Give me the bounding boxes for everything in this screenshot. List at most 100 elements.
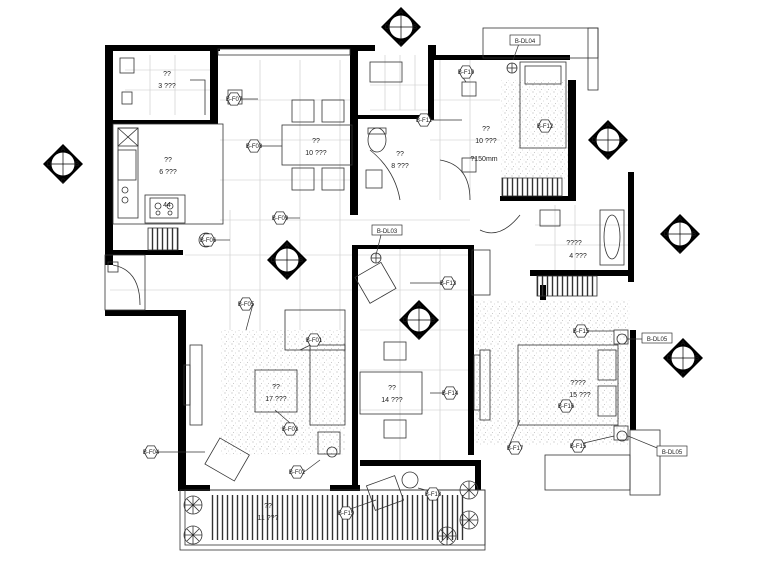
- room-note-r5: ?150mm: [470, 156, 497, 163]
- tag-label-f16: B-F16: [558, 404, 575, 410]
- symbol-top-letter: A: [417, 303, 421, 309]
- tag-label-f09: B-F09: [272, 216, 289, 222]
- tag-f15a: B-F15: [573, 324, 614, 338]
- symbol-top-letter: A: [399, 10, 403, 16]
- textured-floor-areas: [220, 80, 630, 455]
- tag-f05: B-F05: [238, 297, 255, 331]
- room-area-r3: 10 ???: [305, 150, 327, 157]
- callout-tags: B-F07B-F08B-F09B-F06B-F05B-F01B-F03B-F04…: [143, 34, 688, 520]
- symbol-right-letter: B: [695, 356, 699, 362]
- tag-f02: B-F02: [289, 459, 321, 479]
- symbol-top-letter: A: [285, 243, 289, 249]
- tag-label-f07: B-F07: [226, 97, 243, 103]
- tag-label-f05: B-F05: [238, 302, 255, 308]
- room-name-r1: ??: [163, 71, 171, 78]
- symbol-right-letter: B: [692, 232, 696, 238]
- tag-label-f03: B-F03: [282, 427, 299, 433]
- room-area-r8: 14 ???: [381, 397, 403, 404]
- tag-label-f08: B-F08: [246, 144, 263, 150]
- section-symbol-4: A C D B: [399, 300, 439, 341]
- section-symbol-7: A C D B: [663, 338, 703, 379]
- tag-label-f15b: B-F15: [570, 444, 587, 450]
- tag-label-f01: B-F01: [306, 338, 323, 344]
- tag-f10: B-F10: [458, 65, 475, 83]
- tag-f18: B-F18: [417, 487, 442, 501]
- room-labels: ?? 3 ??? ?? 6 ??? ?? 10 ??? ?? 8 ??? ?? …: [158, 71, 591, 522]
- tag-f11: B-F11: [416, 113, 462, 127]
- symbol-bottom-letter: C: [61, 179, 66, 185]
- room-outlines: [104, 27, 661, 551]
- tag-label-f10: B-F10: [458, 70, 475, 76]
- tag-label-f06: B-F06: [200, 238, 217, 244]
- symbol-bottom-letter: C: [606, 155, 611, 161]
- room-name-r4: ??: [396, 151, 404, 158]
- room-area-r5: 10 ???: [475, 138, 497, 145]
- room-name-r6: ????: [566, 240, 582, 247]
- tag-f01: B-F01: [299, 333, 323, 351]
- symbol-right-letter: B: [431, 318, 435, 324]
- room-area-r9: 15 ???: [569, 392, 591, 399]
- symbol-left-letter: D: [47, 162, 52, 168]
- symbol-bottom-letter: C: [417, 335, 422, 341]
- tag-label-dl04: B-DL04: [515, 39, 536, 45]
- symbol-top-letter: A: [681, 341, 685, 347]
- tag-label-f15a: B-F15: [573, 329, 590, 335]
- tag-f06: B-F06: [200, 233, 230, 247]
- room-name-r8: ??: [388, 385, 396, 392]
- tag-label-f18: B-F18: [425, 492, 442, 498]
- room-area-r10: 11 ???: [258, 515, 279, 522]
- wardrobes: [147, 177, 598, 297]
- symbol-top-letter: A: [606, 123, 610, 129]
- symbol-left-letter: D: [385, 25, 390, 31]
- room-name-r9: ????: [570, 380, 586, 387]
- tag-f16: B-F16: [558, 399, 575, 413]
- symbol-bottom-letter: C: [681, 373, 686, 379]
- symbol-left-letter: D: [667, 356, 672, 362]
- tag-dl03: B-DL03: [371, 224, 403, 256]
- tag-label-f12: B-F12: [537, 124, 554, 130]
- stove-marks: 44: [163, 202, 171, 209]
- tag-f14: B-F14: [430, 386, 459, 400]
- room-area-r2: 6 ???: [159, 169, 177, 176]
- balcony-railing: [210, 495, 465, 540]
- symbol-bottom-letter: C: [678, 249, 683, 255]
- tag-label-f11: B-F11: [416, 118, 433, 124]
- room-name-r5: ??: [482, 126, 490, 133]
- tag-label-dl05b: B-DL05: [662, 450, 683, 456]
- tag-label-f19: B-F19: [338, 511, 355, 517]
- room-area-r7: 17 ???: [265, 396, 287, 403]
- tag-label-f02: B-F02: [289, 470, 306, 476]
- tag-f17: B-F17: [507, 419, 524, 455]
- tag-dl05b: B-DL05: [627, 435, 688, 457]
- tag-label-f17: B-F17: [507, 446, 524, 452]
- room-area-r1: 3 ???: [158, 83, 176, 90]
- tag-f13: B-F13: [410, 276, 457, 290]
- tag-dl04: B-DL04: [509, 34, 541, 61]
- tag-f09: B-F09: [272, 211, 300, 225]
- symbol-right-letter: B: [299, 258, 303, 264]
- room-name-r7: ??: [272, 384, 280, 391]
- tag-dl05a: B-DL05: [628, 332, 673, 344]
- symbol-bottom-letter: C: [285, 275, 290, 281]
- symbol-left-letter: D: [403, 318, 408, 324]
- tag-f19: B-F19: [338, 499, 377, 520]
- tag-label-dl03: B-DL03: [377, 229, 398, 235]
- furniture: [107, 57, 629, 511]
- tag-label-dl05a: B-DL05: [647, 337, 668, 343]
- room-name-r2: ??: [164, 157, 172, 164]
- tag-label-f14: B-F14: [442, 391, 459, 397]
- tag-f15b: B-F15: [570, 435, 615, 453]
- symbol-left-letter: D: [664, 232, 669, 238]
- tag-f12: B-F12: [537, 119, 554, 133]
- symbol-left-letter: D: [592, 138, 597, 144]
- symbol-bottom-letter: C: [399, 42, 404, 48]
- tag-f04: B-F04: [143, 445, 205, 459]
- room-area-r4: 8 ???: [391, 163, 409, 170]
